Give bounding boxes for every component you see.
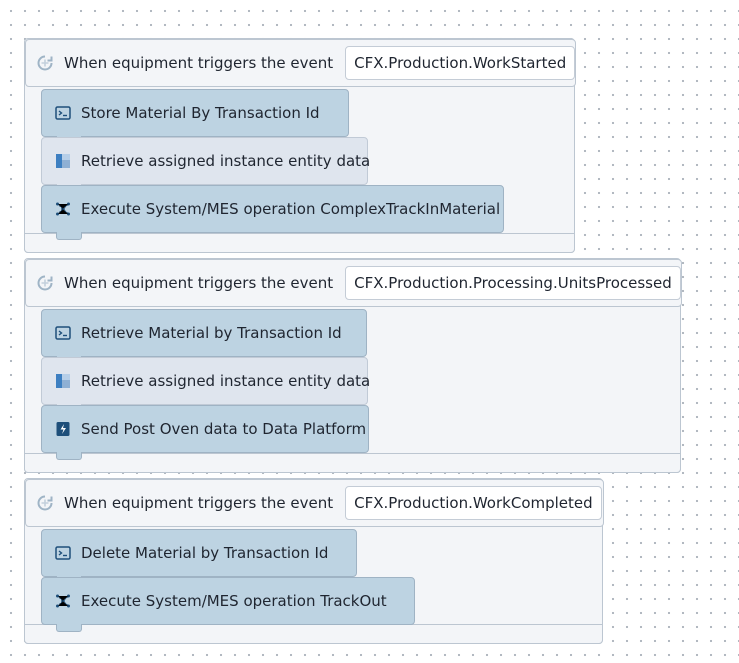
- event-block-workcompleted[interactable]: When equipment triggers the event CFX.Pr…: [24, 478, 604, 644]
- network-icon: [54, 200, 72, 218]
- step-connector: [56, 452, 82, 460]
- step-delete-material[interactable]: Delete Material by Transaction Id: [41, 529, 357, 584]
- step-store-material[interactable]: Store Material By Transaction Id: [41, 89, 349, 144]
- event-block-footer: [24, 624, 603, 644]
- event-name-field[interactable]: CFX.Production.Processing.UnitsProcessed: [345, 266, 681, 300]
- event-trigger-header[interactable]: When equipment triggers the event CFX.Pr…: [25, 479, 604, 527]
- event-trigger-header[interactable]: When equipment triggers the event CFX.Pr…: [25, 39, 576, 87]
- terminal-icon: [54, 544, 72, 562]
- step-label: Retrieve assigned instance entity data: [81, 152, 371, 170]
- network-icon: [54, 592, 72, 610]
- step-label: Retrieve Material by Transaction Id: [81, 324, 342, 342]
- step-label: Retrieve assigned instance entity data: [81, 372, 371, 390]
- event-block-footer: [24, 233, 575, 253]
- step-label: Send Post Oven data to Data Platform: [81, 420, 367, 438]
- step-label: Delete Material by Transaction Id: [81, 544, 329, 562]
- event-label: When equipment triggers the event: [64, 274, 334, 292]
- terminal-icon: [54, 324, 72, 342]
- step-send-post-oven-data[interactable]: Send Post Oven data to Data Platform: [41, 405, 369, 460]
- step-execute-track-out[interactable]: Execute System/MES operation TrackOut: [41, 577, 415, 632]
- entity-icon: [54, 372, 72, 390]
- event-label: When equipment triggers the event: [64, 494, 334, 512]
- step-label: Store Material By Transaction Id: [81, 104, 320, 122]
- step-execute-complex-track-in[interactable]: Execute System/MES operation ComplexTrac…: [41, 185, 504, 240]
- entity-icon: [54, 152, 72, 170]
- step-label: Execute System/MES operation TrackOut: [81, 592, 387, 610]
- trigger-icon: [36, 274, 54, 292]
- event-block-footer: [24, 453, 681, 473]
- data-platform-icon: [54, 420, 72, 438]
- event-block-workstarted[interactable]: When equipment triggers the event CFX.Pr…: [24, 38, 576, 253]
- step-connector: [56, 232, 82, 240]
- step-label: Execute System/MES operation ComplexTrac…: [81, 200, 501, 218]
- step-connector: [56, 624, 82, 632]
- step-retrieve-material[interactable]: Retrieve Material by Transaction Id: [41, 309, 367, 364]
- trigger-icon: [36, 54, 54, 72]
- terminal-icon: [54, 104, 72, 122]
- event-name-field[interactable]: CFX.Production.WorkCompleted: [345, 486, 602, 520]
- event-trigger-header[interactable]: When equipment triggers the event CFX.Pr…: [25, 259, 682, 307]
- step-retrieve-entity-data[interactable]: Retrieve assigned instance entity data: [41, 137, 371, 192]
- event-name-field[interactable]: CFX.Production.WorkStarted: [345, 46, 576, 80]
- trigger-icon: [36, 494, 54, 512]
- step-retrieve-entity-data[interactable]: Retrieve assigned instance entity data: [41, 357, 371, 412]
- event-label: When equipment triggers the event: [64, 54, 334, 72]
- event-block-unitsprocessed[interactable]: When equipment triggers the event CFX.Pr…: [24, 258, 682, 473]
